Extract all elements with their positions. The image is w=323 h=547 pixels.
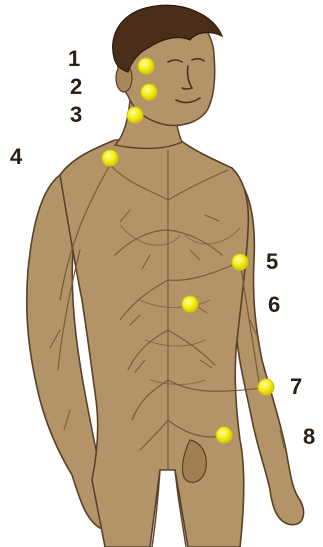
marker-label-8: 8	[303, 426, 315, 448]
marker-dot-1	[138, 58, 154, 74]
marker-label-3: 3	[70, 104, 82, 126]
marker-label-6: 6	[268, 294, 280, 316]
marker-dot-3	[127, 107, 143, 123]
marker-dot-8	[216, 427, 232, 443]
marker-dot-2	[141, 84, 157, 100]
marker-dot-5	[232, 254, 248, 270]
marker-label-1: 1	[68, 48, 80, 70]
marker-label-7: 7	[290, 376, 302, 398]
marker-dot-7	[258, 379, 274, 395]
marker-label-2: 2	[70, 76, 82, 98]
marker-dot-4	[102, 150, 118, 166]
marker-dot-6	[182, 296, 198, 312]
marker-label-5: 5	[266, 251, 278, 273]
marker-label-4: 4	[10, 146, 22, 168]
